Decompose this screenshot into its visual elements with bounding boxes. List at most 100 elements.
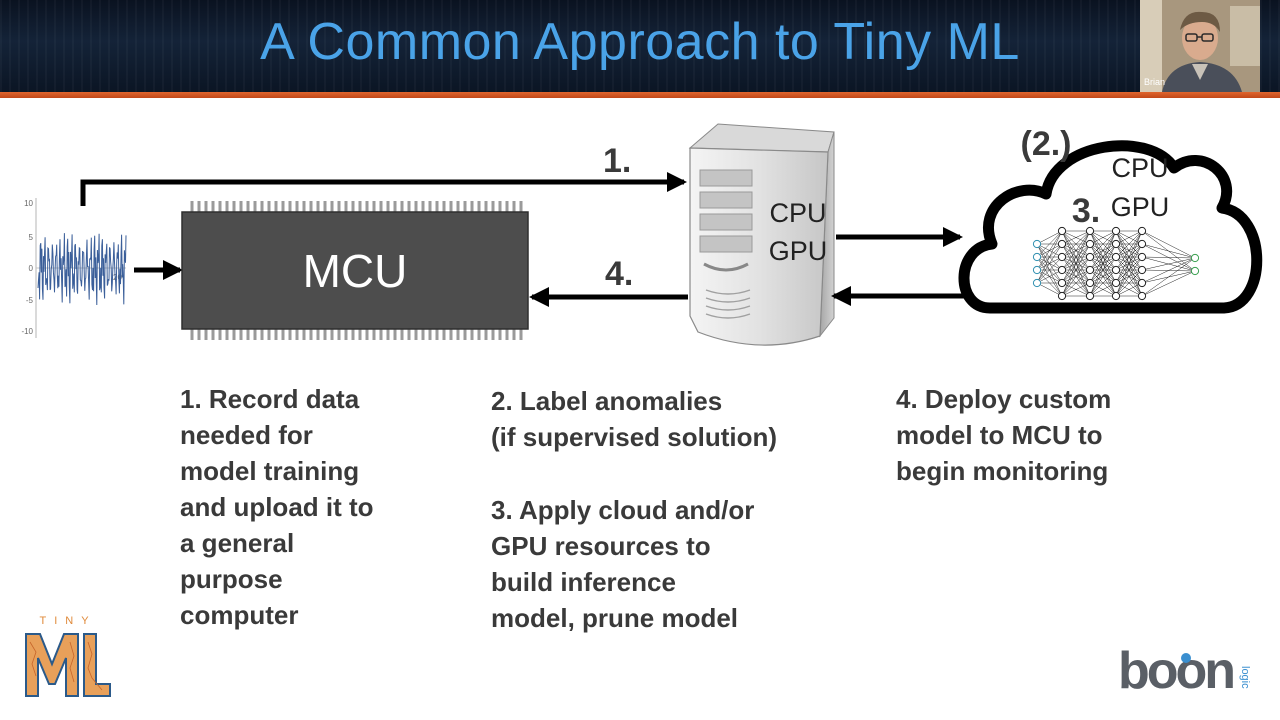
nn-connection xyxy=(1089,243,1117,297)
nn-node xyxy=(1057,278,1067,288)
nn-connection xyxy=(1089,230,1117,284)
tinyml-logo-circuit xyxy=(29,641,103,691)
cloud-compute-icon: (2.) CPU GPU 3. xyxy=(958,125,1263,314)
nn-node xyxy=(1085,226,1095,236)
cloud-outline xyxy=(958,140,1263,314)
nn-connection xyxy=(1061,256,1091,297)
nn-node xyxy=(1137,239,1147,249)
nn-connection xyxy=(1061,230,1091,245)
nn-node xyxy=(1085,265,1095,275)
header-accent-stripe xyxy=(0,92,1280,98)
tinyml-logo-top-text: TINY xyxy=(39,615,96,627)
nn-connection xyxy=(1089,230,1117,245)
server-vent xyxy=(705,289,751,319)
upload-step-label: 1. xyxy=(603,142,631,180)
nn-node xyxy=(1137,226,1147,236)
webcam-video: Brian xyxy=(1140,0,1260,92)
tinyml-logo-m xyxy=(25,633,79,697)
nn-connection xyxy=(1061,243,1091,297)
nn-node xyxy=(1137,252,1147,262)
nn-node xyxy=(1111,265,1121,275)
nn-connection xyxy=(1061,269,1091,297)
arrow-upload-to-server xyxy=(80,172,687,206)
server-label-cpu: CPU xyxy=(769,198,826,228)
nn-node xyxy=(1137,278,1147,288)
boon-logo-text: boon xyxy=(1118,642,1233,698)
nn-node xyxy=(1111,278,1121,288)
nn-node xyxy=(1111,291,1121,301)
nn-connection xyxy=(1089,230,1117,258)
nn-connection xyxy=(1115,243,1143,297)
nn-connection xyxy=(1141,257,1196,297)
nn-connection xyxy=(1141,256,1196,259)
step-apply-text: 3. Apply cloud and/or GPU resources to b… xyxy=(491,495,755,633)
nn-node xyxy=(1032,239,1042,249)
boon-logic-logo: boon logic xyxy=(1118,642,1251,698)
cloud-label-gpu: GPU xyxy=(1111,192,1170,222)
nn-connection xyxy=(1115,269,1143,297)
nn-connection xyxy=(1141,270,1196,297)
cloud-step-label: (2.) xyxy=(1021,125,1072,163)
nn-connection xyxy=(1141,257,1196,284)
nn-node xyxy=(1032,252,1042,262)
signal-tick-label: 5 xyxy=(29,233,34,242)
server-drive-bay xyxy=(699,235,753,253)
nn-step-label: 3. xyxy=(1072,192,1100,230)
nn-node xyxy=(1085,278,1095,288)
nn-connection xyxy=(1115,256,1143,297)
nn-connection xyxy=(1115,230,1143,245)
nn-node xyxy=(1111,239,1121,249)
nn-connection xyxy=(1061,230,1091,284)
cloud-label-cpu: CPU xyxy=(1111,153,1168,183)
nn-connection xyxy=(1036,256,1063,284)
neural-network-icon xyxy=(1032,226,1200,301)
nn-node xyxy=(1057,252,1067,262)
tinyml-logo: TINY ML xyxy=(22,615,111,702)
step-record-text: 1. Record data needed for model training… xyxy=(180,384,374,630)
webcam-person xyxy=(1140,0,1260,92)
server-slot xyxy=(703,262,749,272)
server-label-gpu: GPU xyxy=(769,236,828,266)
deploy-step-label: 4. xyxy=(605,255,633,293)
nn-node xyxy=(1190,266,1200,276)
sensor-signal-line xyxy=(37,233,127,306)
tinyml-logo-main-text: ML xyxy=(22,700,24,702)
mcu-label: MCU xyxy=(303,245,408,297)
nn-connection xyxy=(1036,269,1063,284)
server-drive-bay xyxy=(699,213,753,231)
boon-logo-dot xyxy=(1181,653,1191,663)
nn-connection xyxy=(1036,230,1063,271)
mcu-pins-bottom xyxy=(188,329,524,340)
server-drive-bay xyxy=(699,169,753,187)
nn-node xyxy=(1057,226,1067,236)
signal-tick-label: -10 xyxy=(21,327,33,336)
nn-node xyxy=(1032,265,1042,275)
signal-tick-label: 10 xyxy=(24,199,33,208)
nn-connection xyxy=(1036,230,1063,258)
nn-connection xyxy=(1115,230,1143,284)
nn-connection xyxy=(1036,230,1063,245)
nn-connection xyxy=(1036,243,1063,284)
nn-connection xyxy=(1115,230,1143,258)
webcam-name-label: Brian xyxy=(1144,77,1166,87)
nn-connection xyxy=(1115,230,1143,297)
nn-connection xyxy=(1036,282,1063,297)
nn-connection xyxy=(1061,282,1091,297)
nn-connection xyxy=(1036,230,1063,284)
nn-connection xyxy=(1141,257,1196,271)
nn-connection xyxy=(1089,256,1117,297)
server-drive-bay xyxy=(699,191,753,209)
nn-node xyxy=(1111,252,1121,262)
nn-node xyxy=(1190,253,1200,263)
sensor-signal-plot: 10 5 0 -5 -10 20 xyxy=(21,198,127,338)
nn-node xyxy=(1111,226,1121,236)
nn-connection xyxy=(1089,230,1117,297)
nn-connection xyxy=(1089,230,1117,271)
nn-node xyxy=(1085,252,1095,262)
nn-connection xyxy=(1141,230,1196,259)
nn-node xyxy=(1057,239,1067,249)
nn-connection xyxy=(1141,243,1196,259)
signal-tick-label: -5 xyxy=(26,296,34,305)
mcu-chip: MCU xyxy=(181,201,529,340)
